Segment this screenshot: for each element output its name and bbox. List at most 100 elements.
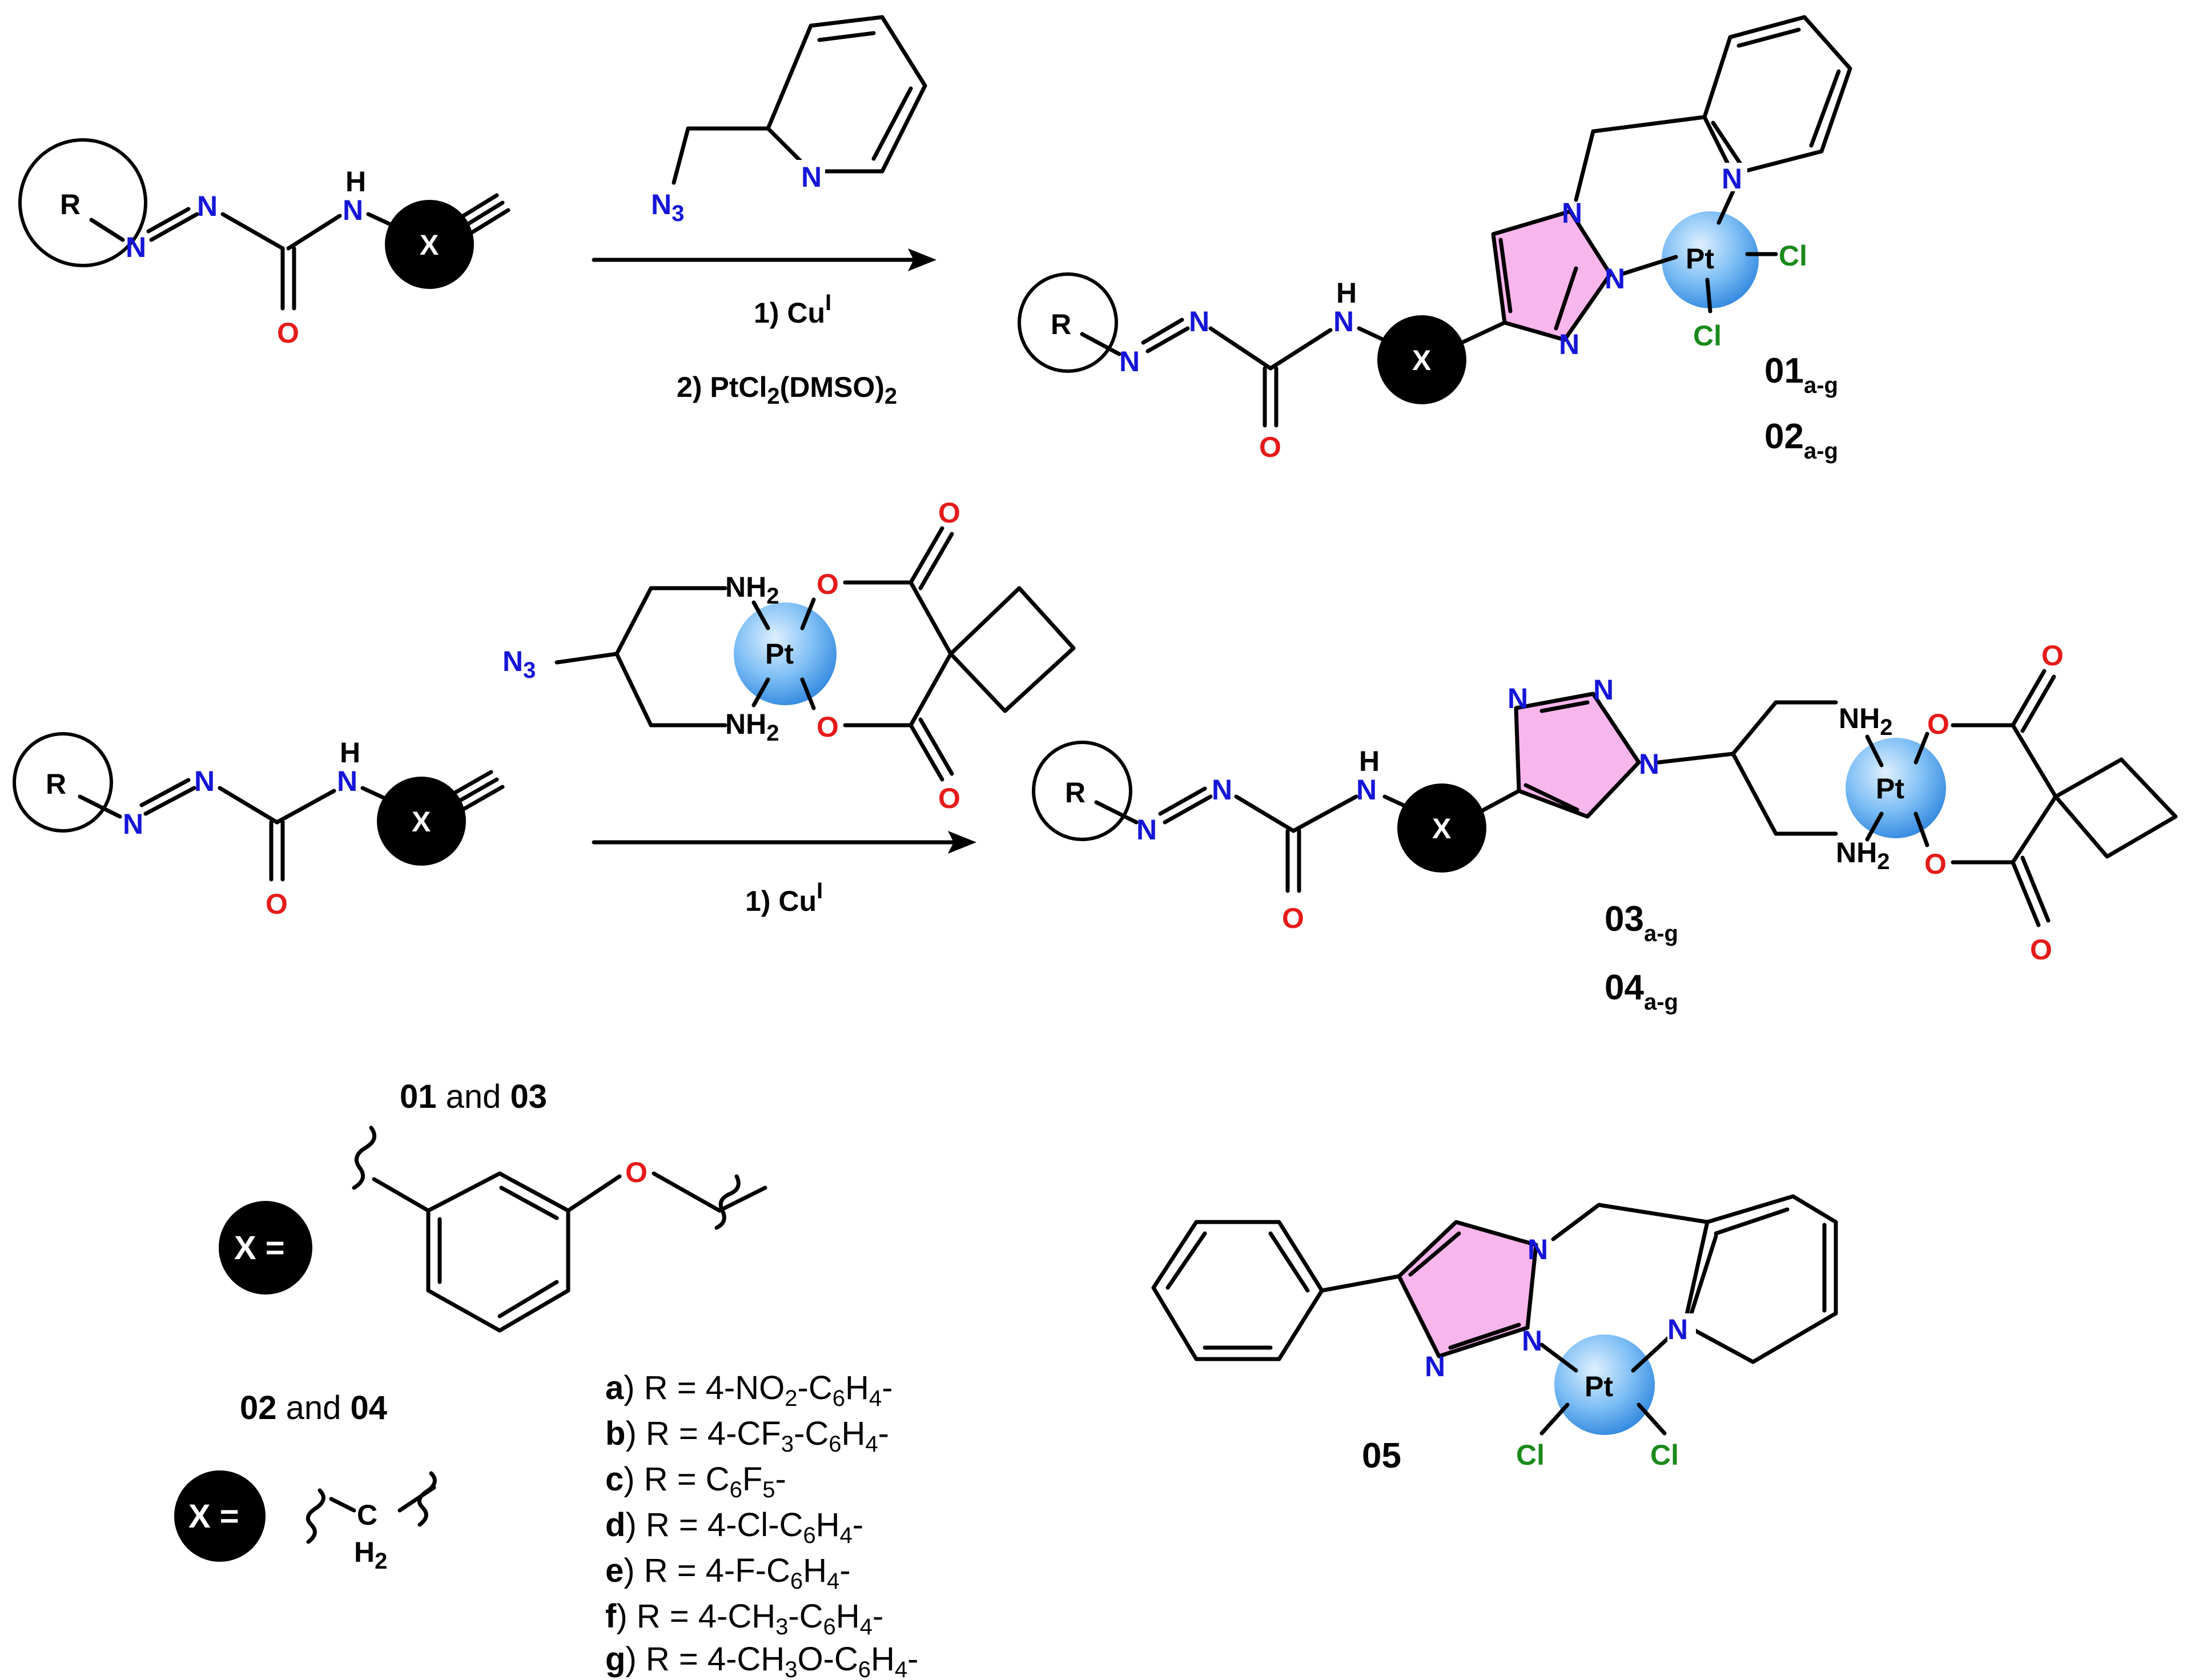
atom-nh2: NH2 <box>725 571 779 609</box>
compound-code-01: 01a-g <box>1764 351 1838 398</box>
r-substituent-list: a) R = 4-NO2-C6H4- b) R = 4-CF3-C6H4- c)… <box>605 1369 919 1680</box>
x-linker-ball <box>1377 315 1466 404</box>
compound-code-04: 04a-g <box>1605 968 1678 1015</box>
reaction-arrow-2: 1) CuI <box>592 831 976 917</box>
x-equals-label: X = <box>188 1498 239 1535</box>
atom-n: N <box>1527 1233 1548 1265</box>
atom-n: N <box>1562 197 1582 229</box>
atom-o: O <box>266 888 288 920</box>
atom-n: N <box>1136 814 1157 846</box>
r-list-item-b: b) R = 4-CF3-C6H4- <box>605 1415 889 1457</box>
atom-r: R <box>1051 308 1071 340</box>
x-linker-ball <box>219 1201 312 1295</box>
r-list-item-g: g) R = 4-CH3O-C6H4- <box>605 1641 919 1680</box>
atom-o: O <box>938 497 960 529</box>
x-equals-label: X = <box>234 1229 285 1267</box>
atom-n: N <box>197 190 218 222</box>
legend-heading: 01 and 03 <box>400 1078 547 1115</box>
compound-05: N N N N Pt Cl Cl 05 <box>1151 1194 1838 1476</box>
legend-x-02-04: 02 and 04 X = C H2 <box>174 1389 437 1574</box>
atom-n: N <box>1722 163 1742 195</box>
reactant-2: R N N O H N X <box>13 732 505 920</box>
condition-step-2: 2) PtCl2(DMSO)2 <box>677 371 897 409</box>
condition-step-1: 1) CuI <box>754 290 831 329</box>
atom-h: H <box>340 737 360 769</box>
atom-h2: H2 <box>354 1536 387 1574</box>
atom-n: N <box>1559 328 1579 360</box>
condition-step-1: 1) CuI <box>745 878 823 917</box>
platinum-center <box>734 602 837 705</box>
atom-pt: Pt <box>765 638 794 670</box>
legend-heading: 02 and 04 <box>240 1389 387 1426</box>
atom-o: O <box>817 711 839 743</box>
atom-o: O <box>2041 640 2064 672</box>
atom-nh2: NH2 <box>725 708 779 746</box>
atom-n: N <box>1425 1351 1445 1382</box>
reagent-azidomethylpyridine: N N3 <box>651 15 927 226</box>
atom-o: O <box>1924 848 1947 880</box>
atom-n: N <box>1522 1325 1542 1357</box>
atom-h: H <box>345 166 366 198</box>
atom-pt: Pt <box>1876 773 1904 805</box>
x-linker-ball <box>385 200 474 289</box>
atom-pt: Pt <box>1686 243 1714 275</box>
atom-nh2: NH2 <box>1839 702 1892 740</box>
compound-code-05: 05 <box>1362 1436 1401 1476</box>
legend-x-01-03: 01 and 03 X = O <box>219 1078 767 1333</box>
platinum-center <box>1662 211 1759 308</box>
atom-n: N <box>1212 774 1232 806</box>
atom-x: X <box>1412 344 1431 376</box>
reagent-azido-platinum-complex: N3 NH2 NH2 Pt O O O O <box>502 497 1076 814</box>
atom-cl: Cl <box>1693 320 1722 352</box>
atom-n: N <box>1507 682 1528 714</box>
atom-n3: N3 <box>502 645 536 683</box>
atom-n: N <box>123 808 143 840</box>
atom-cl: Cl <box>1779 240 1807 272</box>
atom-n: N <box>1605 263 1625 295</box>
atom-o: O <box>1282 902 1304 934</box>
atom-x: X <box>412 806 431 838</box>
atom-nh2: NH2 <box>1836 837 1889 874</box>
atom-x: X <box>420 229 439 261</box>
atom-o: O <box>277 317 299 349</box>
atom-n: N <box>126 231 146 263</box>
r-list-item-f: f) R = 4-CH3-C6H4- <box>605 1598 883 1639</box>
atom-c: C <box>357 1499 377 1531</box>
atom-h: H <box>1336 277 1357 309</box>
r-list-item-a: a) R = 4-NO2-C6H4- <box>605 1369 893 1411</box>
compound-code-03: 03a-g <box>1605 899 1678 946</box>
atom-x: X <box>1432 813 1451 845</box>
x-linker-ball <box>1397 783 1486 873</box>
x-linker-ball <box>377 777 466 866</box>
atom-n: N <box>1593 674 1614 706</box>
x-linker-ball <box>174 1470 266 1562</box>
atom-o: O <box>1259 431 1281 463</box>
atom-o: O <box>938 782 960 814</box>
atom-n: N <box>1667 1313 1688 1345</box>
r-group-circle <box>13 732 113 833</box>
atom-h: H <box>1359 745 1380 777</box>
product-01-02: N Pt Cl Cl N N N R N N O H N X 01a-g 02a… <box>1018 15 1852 464</box>
atom-n: N <box>1189 306 1209 337</box>
atom-r: R <box>1065 777 1086 809</box>
atom-o: O <box>1927 708 1949 740</box>
reactant-1: R N N O H N X <box>18 138 510 349</box>
atom-pt: Pt <box>1585 1370 1613 1402</box>
atom-n: N <box>337 765 357 797</box>
r-list-item-d: d) R = 4-Cl-C6H4- <box>605 1506 863 1548</box>
atom-n: N <box>343 194 363 226</box>
atom-o: O <box>817 568 839 600</box>
compound-code-02: 02a-g <box>1764 417 1838 464</box>
product-03-04: R N N O H N X N N N NH2 NH2 Pt O O O O 0… <box>1032 640 2178 1015</box>
atom-n: N <box>801 161 822 193</box>
atom-cl: Cl <box>1516 1439 1545 1471</box>
atom-n: N <box>1333 306 1354 337</box>
atom-n: N <box>194 765 215 797</box>
r-list-item-c: c) R = C6F5- <box>605 1461 786 1502</box>
reaction-arrow-1: 1) CuI 2) PtCl2(DMSO)2 <box>592 248 936 409</box>
atom-r: R <box>60 188 81 220</box>
atom-n: N <box>1119 345 1140 377</box>
atom-r: R <box>46 768 66 800</box>
atom-o: O <box>625 1156 648 1188</box>
r-group-circle <box>1032 741 1132 841</box>
